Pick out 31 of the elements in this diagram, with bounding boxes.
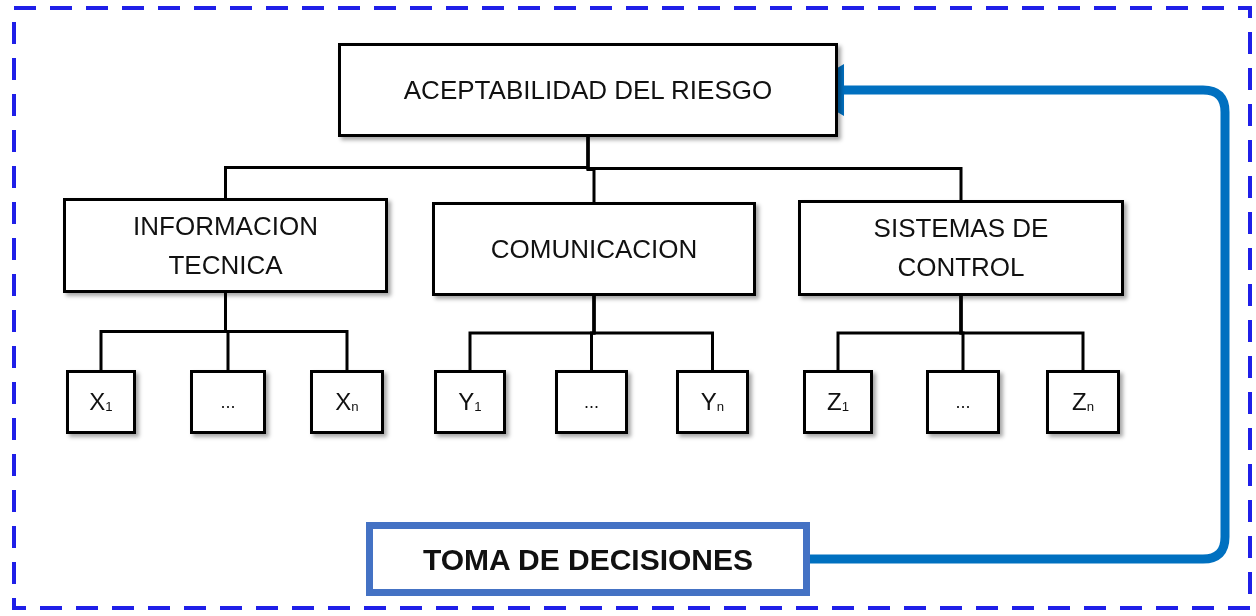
concept-box	[803, 370, 873, 434]
box-label: Z$_{1}$	[826, 387, 850, 417]
box-label: ...	[954, 390, 972, 414]
concept-box	[310, 370, 384, 434]
concept-box	[926, 370, 1000, 434]
box-label: ...	[219, 390, 237, 414]
box-label: ACEPTABILIDAD DEL RIESGO	[402, 73, 774, 107]
box-label: X$_{n}$	[334, 387, 360, 417]
connector-line	[959, 296, 1085, 370]
box-label: INFORMACION TECNICA	[132, 209, 319, 282]
concept-box	[676, 370, 749, 434]
concept-box	[432, 202, 756, 296]
connector-line	[586, 137, 963, 200]
concept-box	[555, 370, 628, 434]
concept-box	[338, 43, 838, 137]
box-label: ...	[583, 390, 600, 414]
box-label: Y$_{n}$	[699, 387, 726, 417]
concept-box	[434, 370, 506, 434]
connector-line	[592, 296, 714, 370]
box-label: SISTEMAS DE CONTROL	[872, 212, 1050, 284]
box-label: COMUNICACION	[489, 232, 699, 266]
box-label: TOMA DE DECISIONES	[421, 541, 754, 578]
concept-box	[190, 370, 266, 434]
box-label: X$_{1}$	[88, 387, 114, 417]
decision-box	[366, 522, 810, 596]
box-label: Z$_{n}$	[1071, 387, 1095, 417]
concept-box	[1046, 370, 1120, 434]
concept-box	[798, 200, 1124, 296]
concept-box	[66, 370, 136, 434]
box-label: Y$_{1}$	[457, 387, 483, 417]
concept-box	[63, 198, 388, 293]
